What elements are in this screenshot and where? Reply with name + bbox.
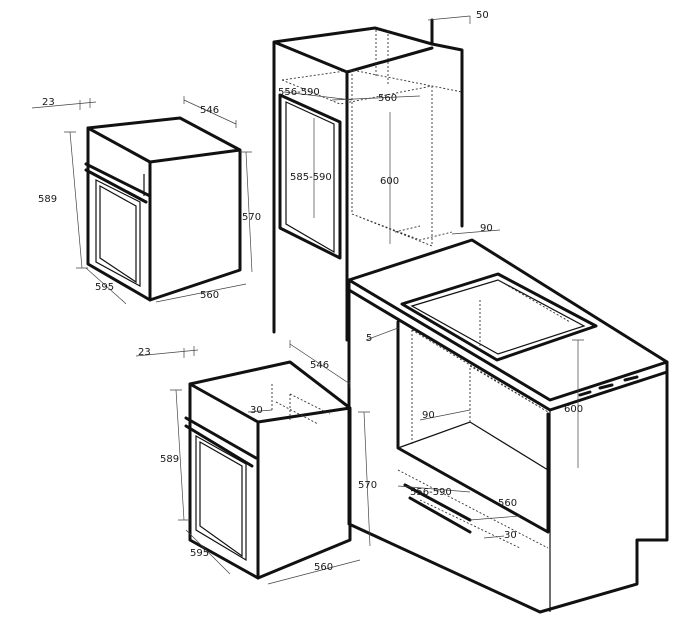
dim-counter-gap: 90	[480, 223, 493, 234]
column-cabinet	[272, 18, 464, 342]
dim-top-oven-side-height: 570	[242, 212, 261, 223]
dim-bottom-oven-height: 589	[160, 454, 179, 465]
dim-column-niche-height: 585-590	[290, 172, 332, 183]
base-cabinet	[347, 238, 669, 614]
dimension-labels: 23 546 589 570 595 560 50 556-590 560 58…	[38, 10, 583, 573]
dim-top-oven-height: 589	[38, 194, 57, 205]
dim-cabinet-side-gap: 90	[422, 410, 435, 421]
dim-column-niche-width: 556-590	[278, 87, 320, 98]
dim-top-oven-width-front: 595	[95, 282, 114, 293]
dim-cabinet-niche-width: 556-590	[410, 487, 452, 498]
dim-column-inner-width: 560	[378, 93, 397, 104]
dim-column-top-gap: 50	[476, 10, 489, 21]
dim-cabinet-top-gap: 5	[366, 333, 372, 344]
dimension-lines	[31, 15, 584, 585]
dim-bottom-oven-vent: 30	[250, 405, 263, 416]
dim-bottom-oven-width-front: 595	[190, 548, 209, 559]
dim-top-oven-offset: 23	[42, 97, 55, 108]
dim-top-oven-width-back: 560	[200, 290, 219, 301]
top-oven	[84, 116, 242, 302]
bottom-oven	[184, 360, 352, 580]
dim-bottom-oven-side-height: 570	[358, 480, 377, 491]
dim-column-inner-height: 600	[380, 176, 399, 187]
dim-cabinet-inner-width: 560	[498, 498, 517, 509]
dim-bottom-oven-depth: 546	[310, 360, 329, 371]
dim-bottom-oven-width-back: 560	[314, 562, 333, 573]
dim-cabinet-inner-height: 600	[564, 404, 583, 415]
dim-top-oven-depth: 546	[200, 105, 219, 116]
dim-bottom-oven-offset: 23	[138, 347, 151, 358]
dim-cabinet-vent: 30	[504, 530, 517, 541]
